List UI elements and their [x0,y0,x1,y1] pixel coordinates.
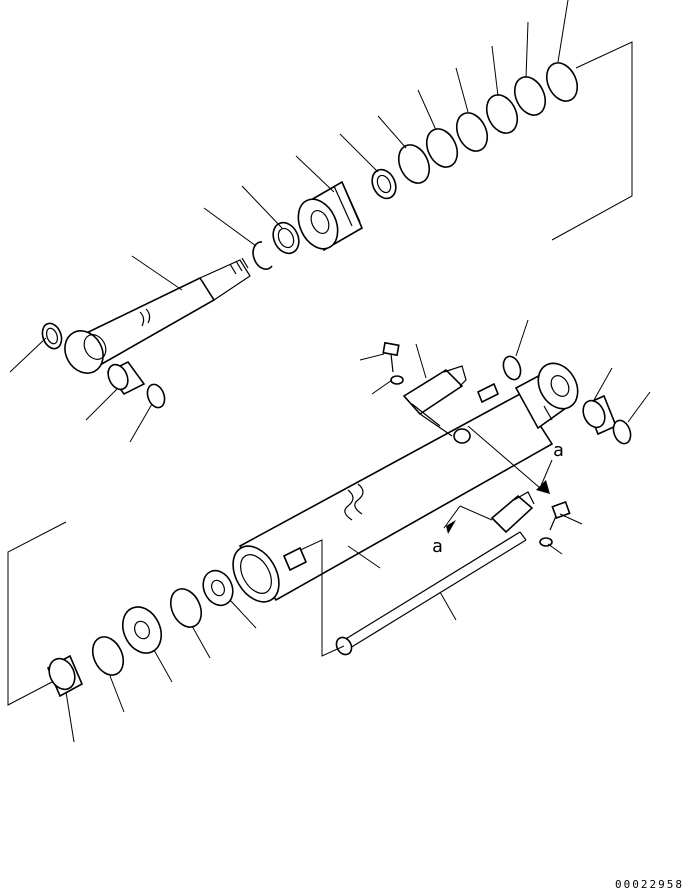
head-bushing [582,394,618,436]
head-dust-seal [612,419,632,445]
washer-upper [390,375,404,385]
cylinder-head-nut [202,569,234,607]
cylinder-tube [232,362,579,603]
cylinder-tube-assembly: a a [7,319,651,743]
washer-lower [539,537,553,547]
view-arrow-top [467,425,553,494]
hex-nut-upper [453,428,471,444]
piston-ring [91,636,125,676]
piston-rod [64,257,251,374]
snap-ring [252,241,273,270]
cylinder-seal-ring [169,588,203,628]
seal-ring-4 [485,94,519,134]
port-fitting [476,382,500,404]
fitting-block-lower [490,491,535,534]
piston-head [297,180,364,252]
leader-lines-top [9,0,569,443]
wear-ring [371,168,397,200]
leader-lines-bottom [65,319,651,743]
pipe-group-bracket [295,539,345,657]
seal-ring-6 [545,62,579,102]
rod-end-seal-ring [41,322,63,350]
view-marker-bottom: a [432,536,443,557]
hydraulic-pipe [335,531,527,656]
piston [121,606,163,654]
piston-rod-assembly [9,0,633,443]
seal-ring-3 [455,112,489,152]
seal-ring-2 [425,128,459,168]
group-bracket-bottom [7,521,67,706]
bolt-lower [549,500,571,531]
group-bracket-top [551,41,633,241]
rod-dust-seal [146,383,166,409]
elbow-fitting [282,546,308,572]
view-arrow-bottom [443,505,493,534]
cushion-collar [46,654,84,698]
seal-ring-5 [513,76,547,116]
drawing-number: 00022958 [615,878,684,891]
head-seal-ring [502,355,522,381]
fitting-block-upper [402,365,467,437]
rod-bushing [106,360,146,396]
bolt-upper [382,341,400,373]
seal-ring-1 [397,144,431,184]
view-marker-top: a [553,440,564,461]
